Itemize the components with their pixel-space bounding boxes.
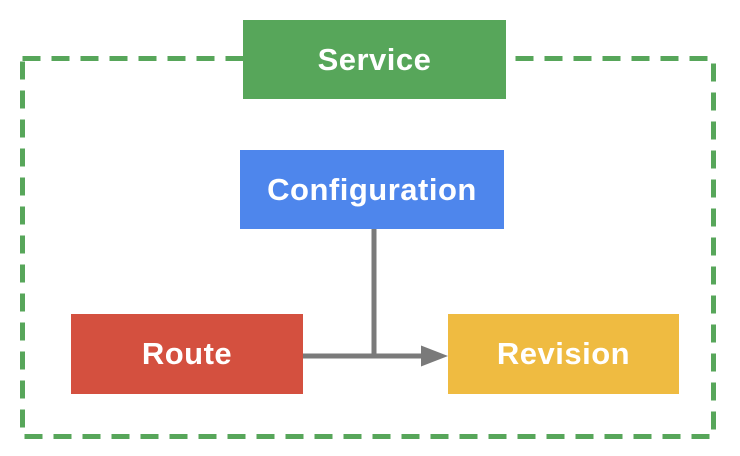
- node-route-label: Route: [141, 336, 233, 371]
- node-revision-label: Revision: [496, 336, 631, 371]
- node-service[interactable]: Service: [243, 20, 506, 99]
- node-route[interactable]: Route: [71, 314, 303, 394]
- arrowhead-icon: [421, 345, 448, 367]
- node-configuration-label: Configuration: [267, 171, 477, 207]
- dashed-boundary: [20, 56, 716, 439]
- node-configuration[interactable]: Configuration: [240, 150, 504, 229]
- node-revision[interactable]: Revision: [448, 314, 679, 394]
- node-service-label: Service: [317, 41, 432, 77]
